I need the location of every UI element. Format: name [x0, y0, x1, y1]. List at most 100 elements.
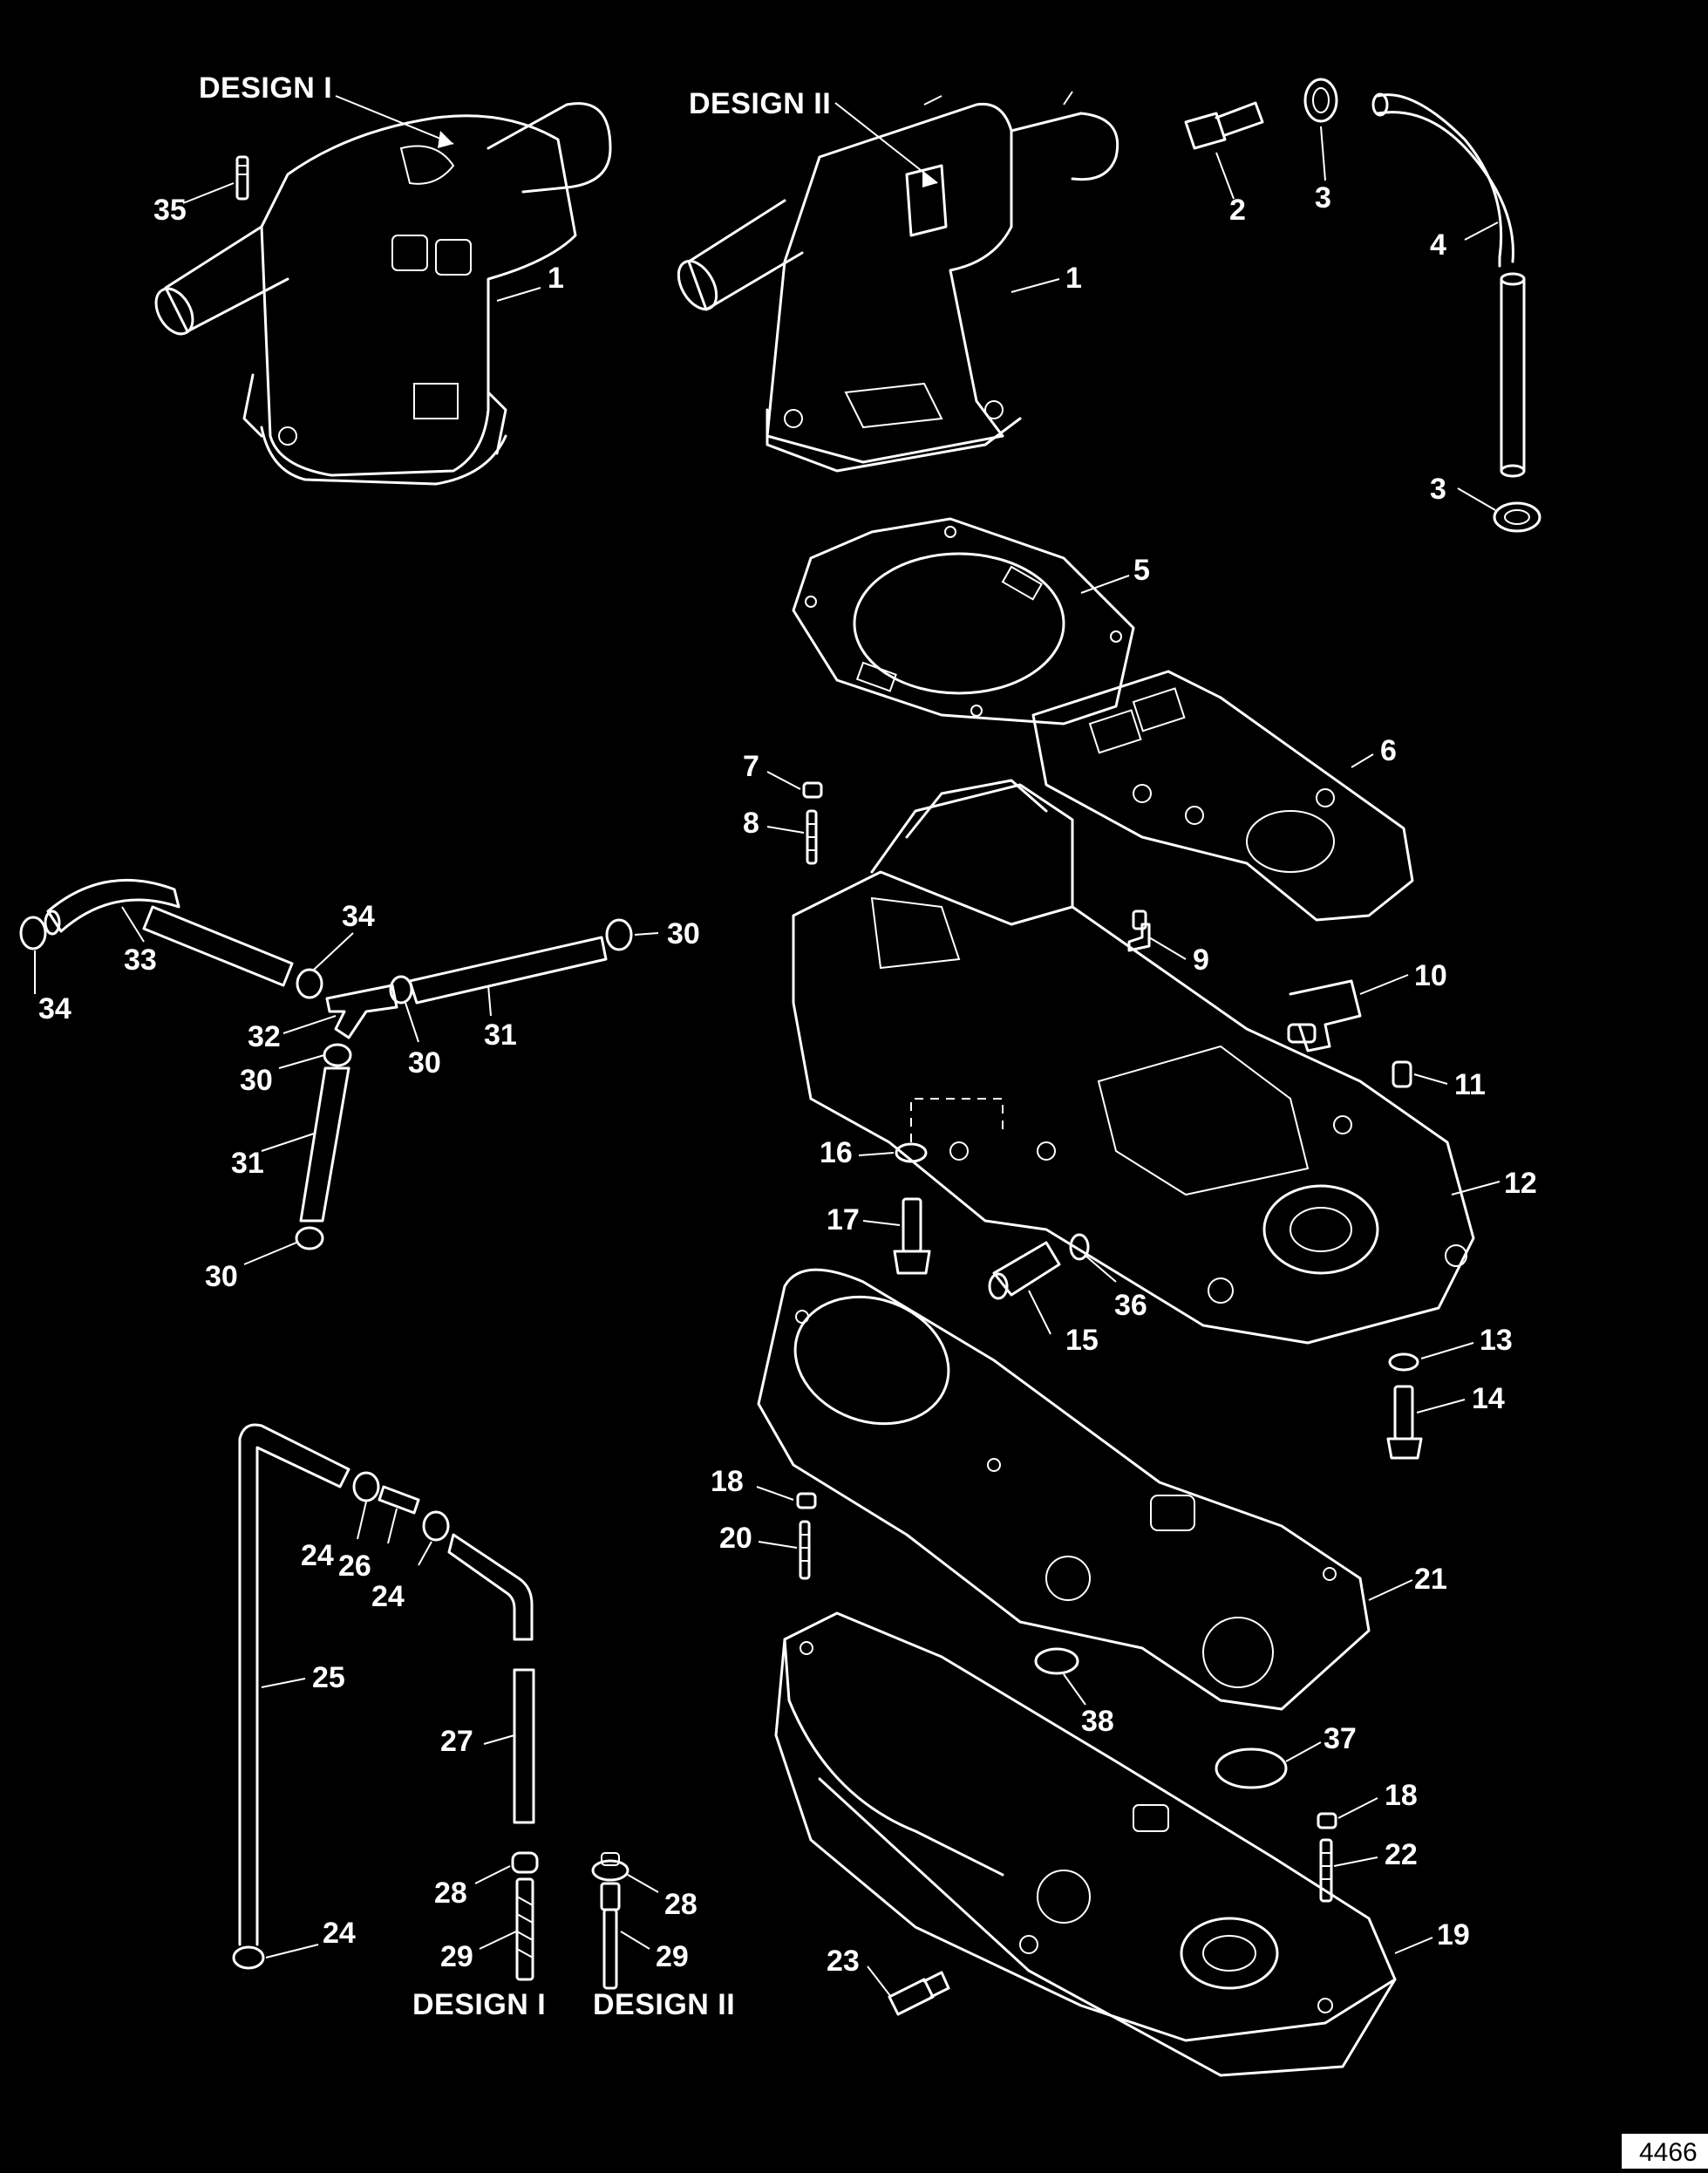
part-19-base-plate — [774, 1611, 1397, 2077]
leader-34b — [313, 932, 354, 971]
part-27-hose — [447, 1533, 535, 1824]
part-36-o-ring — [1069, 1233, 1090, 1261]
callout-1-design-1: 1 — [548, 262, 564, 295]
leader-23 — [867, 1965, 892, 1998]
callout-17: 17 — [827, 1203, 860, 1236]
callout-4: 4 — [1430, 228, 1446, 262]
leader-3a — [1320, 126, 1326, 181]
leader-15 — [1028, 1290, 1051, 1335]
part-21-gasket — [757, 1268, 1371, 1711]
figure-number: 4466 — [1639, 2138, 1698, 2167]
part-28-cap-design-2 — [591, 1852, 629, 1882]
leader-24c — [265, 1944, 319, 1958]
leader-25 — [261, 1678, 306, 1688]
callout-33: 33 — [124, 943, 157, 977]
part-6-plate — [1031, 670, 1414, 922]
callout-31-long: 31 — [484, 1018, 517, 1052]
part-26-connector — [378, 1485, 420, 1515]
callout-30-bottom: 30 — [205, 1260, 238, 1293]
part-29-filter-design-2 — [600, 1882, 621, 1990]
leader-28b — [627, 1874, 659, 1893]
part-35-stud — [235, 155, 249, 201]
callout-16: 16 — [820, 1136, 853, 1169]
part-25-hose — [238, 1423, 350, 1946]
leader-24a — [357, 1501, 367, 1540]
leader-22 — [1333, 1856, 1378, 1867]
part-33-hose — [44, 878, 180, 936]
part-18-nut-lower — [1317, 1812, 1337, 1829]
callout-24-lower: 24 — [323, 1917, 356, 1950]
part-34-clamp-center — [296, 968, 323, 999]
callout-35: 35 — [153, 194, 187, 227]
callout-31-vertical: 31 — [231, 1147, 264, 1180]
leader-24b — [418, 1541, 432, 1566]
part-24-clamp-upper-right — [422, 1510, 450, 1542]
part-18-nut-upper — [796, 1492, 817, 1509]
callout-38: 38 — [1081, 1705, 1114, 1738]
leader-36 — [1085, 1255, 1117, 1283]
part-5-gasket — [792, 517, 1135, 725]
design-2-label-top: DESIGN II — [689, 87, 831, 120]
callout-6: 6 — [1380, 734, 1397, 767]
part-8-stud — [806, 809, 818, 865]
callout-30-under-tee: 30 — [240, 1064, 273, 1097]
callout-21: 21 — [1414, 1563, 1447, 1596]
design-1-label-bottom: DESIGN I — [412, 1988, 546, 2021]
figure-number-background — [1622, 2134, 1708, 2169]
callout-18-lower: 18 — [1385, 1779, 1418, 1812]
leader-18b — [1337, 1797, 1378, 1819]
callout-37: 37 — [1324, 1722, 1357, 1755]
leader-29a — [479, 1931, 517, 1950]
leader-30c — [278, 1054, 325, 1069]
leader-28a — [474, 1865, 511, 1884]
leader-16 — [858, 1152, 895, 1156]
leader-1a — [496, 287, 541, 302]
callout-2: 2 — [1229, 194, 1246, 227]
leader-14 — [1416, 1399, 1466, 1413]
alignment-dashed-line — [910, 1098, 1004, 1142]
callout-29-design-2: 29 — [656, 1940, 689, 1973]
leader-13 — [1420, 1342, 1474, 1359]
leader-27 — [483, 1734, 515, 1745]
part-30-clamp-under-tee — [323, 1043, 352, 1067]
leader-29b — [620, 1931, 650, 1950]
part-14-bolt — [1386, 1385, 1423, 1460]
part-11-dowel — [1392, 1060, 1412, 1088]
callout-11: 11 — [1454, 1068, 1486, 1101]
callout-3-top: 3 — [1315, 181, 1331, 215]
leader-30b — [405, 1002, 419, 1043]
callout-28-design-1: 28 — [434, 1877, 467, 1910]
leader-4 — [1464, 221, 1499, 241]
part-2-fitting — [1184, 101, 1264, 150]
callout-10: 10 — [1414, 959, 1447, 992]
leader-9 — [1148, 937, 1187, 960]
part-31-hose-long — [408, 936, 608, 1005]
part-3-clamp-bottom — [1493, 501, 1541, 533]
callout-36: 36 — [1114, 1289, 1147, 1322]
callout-8: 8 — [743, 807, 759, 840]
leader-17 — [862, 1220, 901, 1226]
leader-18a — [756, 1486, 794, 1501]
callout-34-center: 34 — [342, 900, 375, 933]
leader-31b — [261, 1133, 315, 1152]
callout-24-upper-left: 24 — [301, 1539, 334, 1572]
leader-1b — [1011, 278, 1060, 293]
callout-26: 26 — [338, 1550, 371, 1583]
part-30-clamp-bottom — [295, 1226, 324, 1250]
callout-23: 23 — [827, 1945, 860, 1978]
part-3-clamp-top — [1303, 78, 1338, 123]
leader-37 — [1285, 1741, 1322, 1762]
callout-20: 20 — [719, 1522, 752, 1555]
callout-7: 7 — [743, 750, 759, 783]
callout-30-right: 30 — [667, 917, 700, 950]
callout-labels: 35 1 1 2 3 4 3 5 6 7 8 9 10 11 12 13 14 … — [38, 181, 1537, 1978]
part-12-adapter-plate — [792, 779, 1475, 1345]
part-28-cap-design-1 — [511, 1851, 539, 1874]
design-1-label-top: DESIGN I — [199, 72, 332, 105]
callout-24-upper-right: 24 — [371, 1580, 405, 1613]
design-labels: DESIGN I DESIGN II DESIGN I DESIGN II — [199, 72, 831, 2021]
leader-33 — [121, 906, 145, 943]
leader-32 — [282, 1015, 337, 1034]
callout-32: 32 — [248, 1020, 281, 1053]
